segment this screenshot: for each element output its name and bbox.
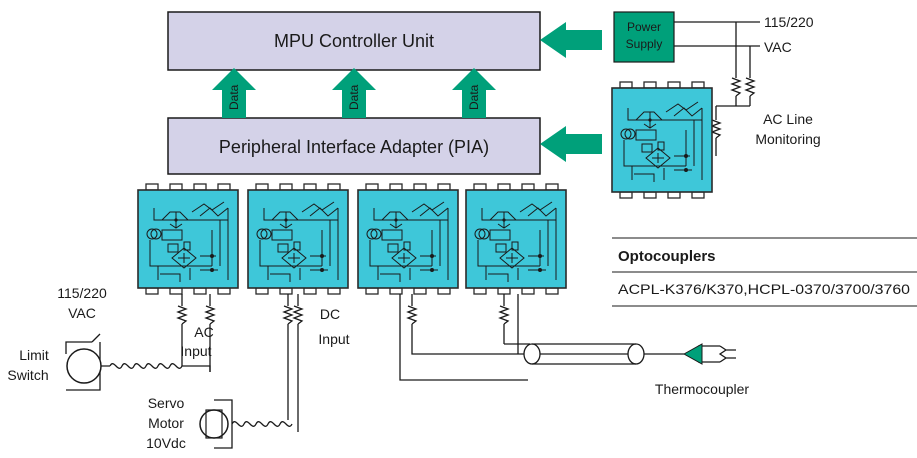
- optocouplers-heading: Optocouplers: [618, 248, 716, 265]
- servo-label-1: Servo: [148, 395, 185, 411]
- mpu-controller-label: MPU Controller Unit: [274, 31, 434, 51]
- pia-label: Peripheral Interface Adapter (PIA): [219, 137, 489, 157]
- ac-line-label-1: AC Line: [763, 111, 813, 127]
- optocoupler-chip-monitor: [611, 81, 713, 199]
- power-arrow: [540, 22, 602, 58]
- ac-input-label-1: AC: [194, 324, 213, 340]
- optocoupler-chip-2: [247, 183, 349, 295]
- cable-end-left: [523, 343, 541, 365]
- optocoupler-chip-4: [465, 183, 567, 295]
- optocoupler-chip-3: [357, 183, 459, 295]
- limit-switch-icon: [66, 348, 102, 384]
- mains-line2: VAC: [764, 39, 792, 55]
- pia-block: [167, 117, 541, 175]
- servo-label-2: Motor: [148, 415, 184, 431]
- left-mains-label-1: 115/220: [57, 285, 107, 301]
- power-supply-box: [613, 11, 675, 63]
- servo-label-3: 10Vdc: [146, 435, 186, 451]
- mpu-controller-block: [167, 11, 541, 71]
- power-supply-line1: Power: [627, 20, 661, 34]
- dc-input-label-2: Input: [318, 331, 349, 347]
- data-arrow-label: Data: [467, 84, 481, 110]
- power-supply-line2: Supply: [626, 37, 663, 51]
- data-arrow-2: Data: [332, 68, 376, 118]
- data-arrow-1: Data: [212, 68, 256, 118]
- cable-end-right: [627, 343, 645, 365]
- servo-motor-icon: [199, 409, 229, 439]
- ac-input-label-2: Input: [180, 343, 211, 359]
- thermocoupler-label: Thermocoupler: [655, 381, 749, 397]
- dc-input-label-1: DC: [320, 306, 340, 322]
- monitor-arrow: [540, 126, 602, 162]
- data-arrow-label: Data: [227, 84, 241, 110]
- optocoupler-chip-1: [137, 183, 239, 295]
- thermocoupler-icon: [682, 343, 703, 365]
- ac-line-label-2: Monitoring: [755, 131, 820, 147]
- left-mains-label-2: VAC: [68, 305, 96, 321]
- mains-line1: 115/220: [764, 14, 814, 30]
- optocouplers-part-numbers: ACPL-K376/K370,HCPL-0370/3700/3760: [618, 281, 910, 297]
- data-arrow-3: Data: [452, 68, 496, 118]
- limit-switch-label-1: Limit: [19, 347, 49, 363]
- data-arrow-label: Data: [347, 84, 361, 110]
- limit-switch-label-2: Switch: [7, 367, 48, 383]
